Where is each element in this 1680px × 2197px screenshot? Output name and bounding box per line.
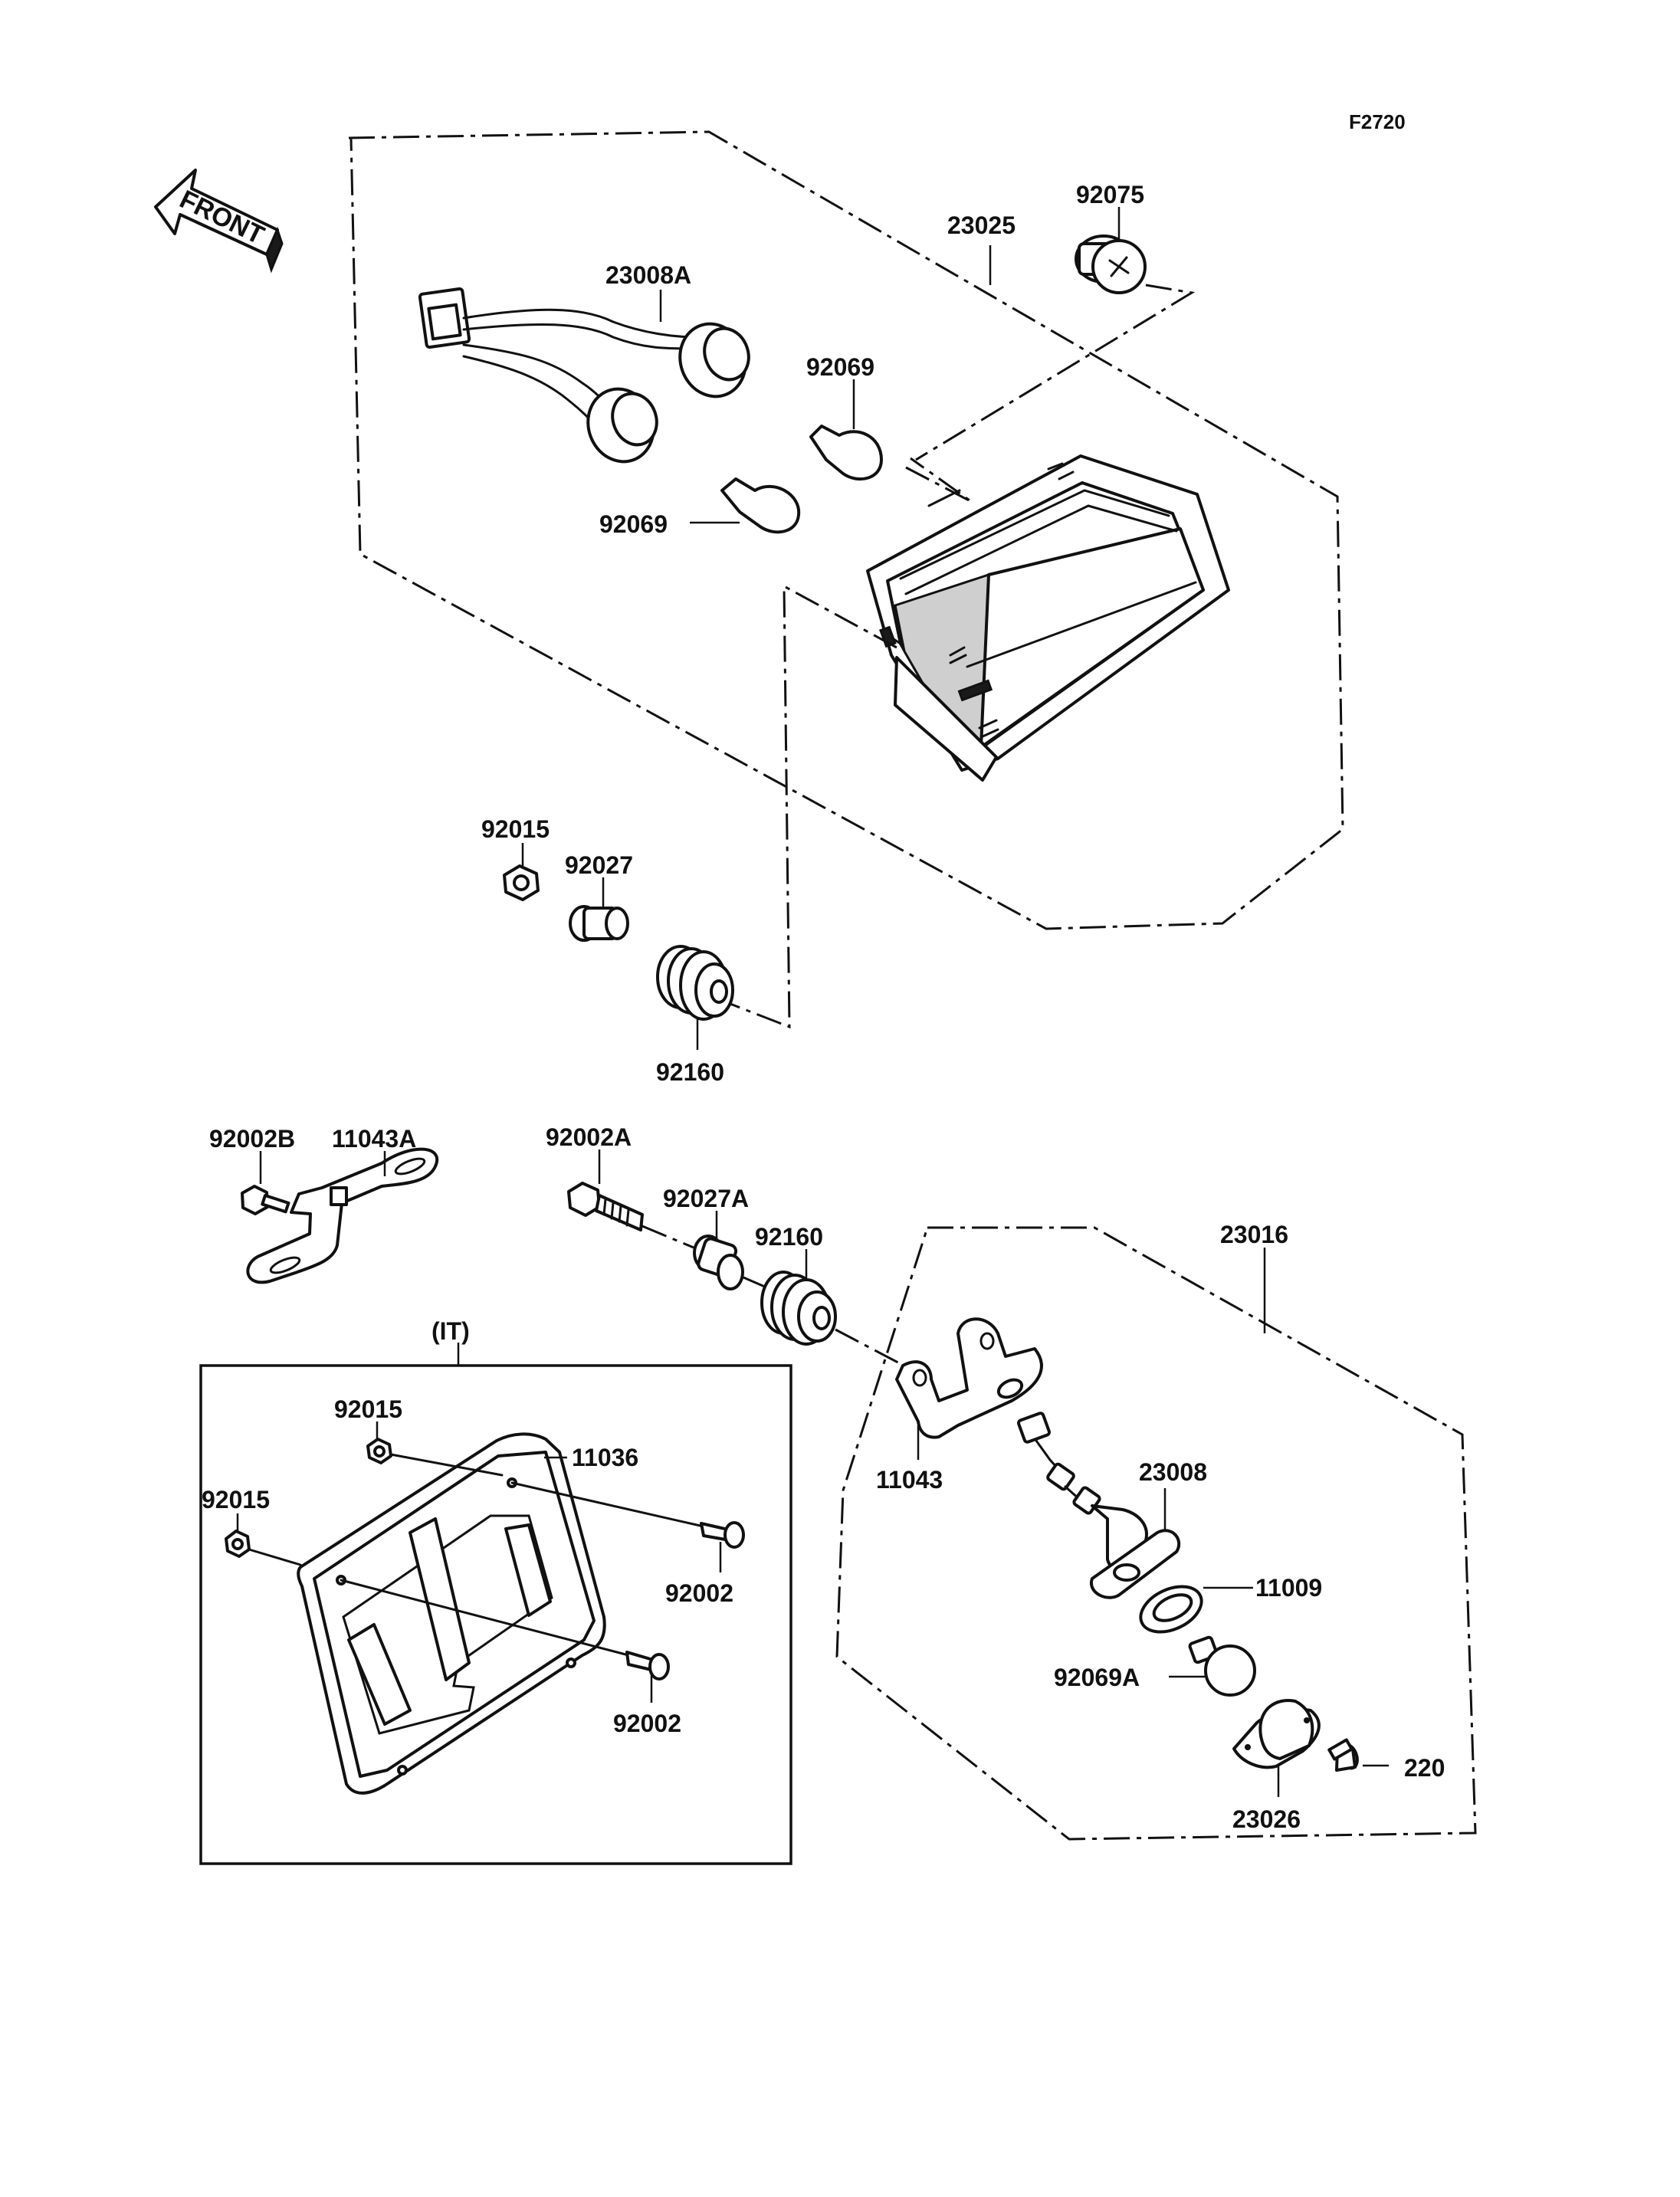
part-label-23026: 23026 <box>1232 1805 1301 1833</box>
gasket-11009 <box>1139 1585 1253 1634</box>
part-label-23025: 23025 <box>947 212 1016 239</box>
part-label-92015-it-top: 92015 <box>334 1395 402 1423</box>
part-label-92002-lower: 92002 <box>613 1710 681 1737</box>
collar-92027A <box>693 1211 767 1290</box>
bulb-92069A <box>1169 1635 1256 1697</box>
part-label-92002A: 92002A <box>546 1123 632 1151</box>
bolt-92002A <box>567 1149 694 1249</box>
part-label-92015-upper: 92015 <box>481 815 550 843</box>
license-lamp-group-outline <box>835 1226 1477 1841</box>
it-group-box <box>199 1343 792 1865</box>
part-label-23016: 23016 <box>1220 1221 1288 1248</box>
tail-lamp-group-outline <box>348 130 1344 930</box>
part-label-IT: (IT) <box>431 1317 470 1345</box>
part-label-11009: 11009 <box>1255 1574 1322 1602</box>
part-label-92069-lower: 92069 <box>599 510 668 538</box>
grommet-92160-upper <box>656 945 734 1050</box>
bracket-11043 <box>895 1317 1043 1460</box>
front-label: FRONT <box>175 185 268 251</box>
bolt-92002-lower <box>340 1579 670 1703</box>
part-label-92160-lower: 92160 <box>755 1223 823 1251</box>
lens-23026 <box>1232 1699 1321 1797</box>
part-label-92069A: 92069A <box>1054 1664 1140 1691</box>
mounting-path-upper <box>720 584 897 1029</box>
license-plate-bracket-11036 <box>297 1432 606 1795</box>
bracket-11043A <box>246 1147 439 1284</box>
part-label-92002B: 92002B <box>209 1125 295 1153</box>
nut-92015-it-top <box>366 1421 504 1477</box>
bolt-92002B <box>241 1151 290 1215</box>
nut-92015-it-left <box>225 1513 302 1566</box>
collar-92027 <box>569 877 629 942</box>
part-label-92027A: 92027A <box>663 1185 749 1212</box>
part-label-23008A: 23008A <box>605 261 691 289</box>
part-label-92075: 92075 <box>1076 181 1144 208</box>
bulb-92069-lower <box>690 477 801 534</box>
grommet-92160-lower <box>760 1249 909 1369</box>
front-arrow-icon: FRONT <box>154 169 284 274</box>
diagram-code: F2720 <box>1349 110 1406 133</box>
part-label-92027: 92027 <box>565 851 633 879</box>
screw-220 <box>1327 1738 1389 1772</box>
socket-23008 <box>1017 1412 1181 1599</box>
part-label-23008: 23008 <box>1139 1458 1207 1486</box>
tail-lamp-body <box>866 454 1230 782</box>
cap-92075 <box>915 207 1196 461</box>
part-label-220: 220 <box>1404 1754 1445 1782</box>
nut-92015-upper <box>503 843 540 901</box>
wiring-harness-23008A <box>418 287 750 464</box>
bulb-92069-upper <box>809 379 883 481</box>
part-label-92015-it-left: 92015 <box>202 1486 270 1513</box>
part-label-92160-upper: 92160 <box>656 1058 724 1086</box>
part-label-92002-upper: 92002 <box>665 1579 733 1607</box>
part-label-92069-upper: 92069 <box>806 353 874 381</box>
part-label-11036: 11036 <box>572 1444 638 1471</box>
part-label-11043A: 11043A <box>332 1125 416 1153</box>
bolt-92002-upper <box>510 1481 745 1572</box>
part-label-11043: 11043 <box>876 1466 943 1494</box>
